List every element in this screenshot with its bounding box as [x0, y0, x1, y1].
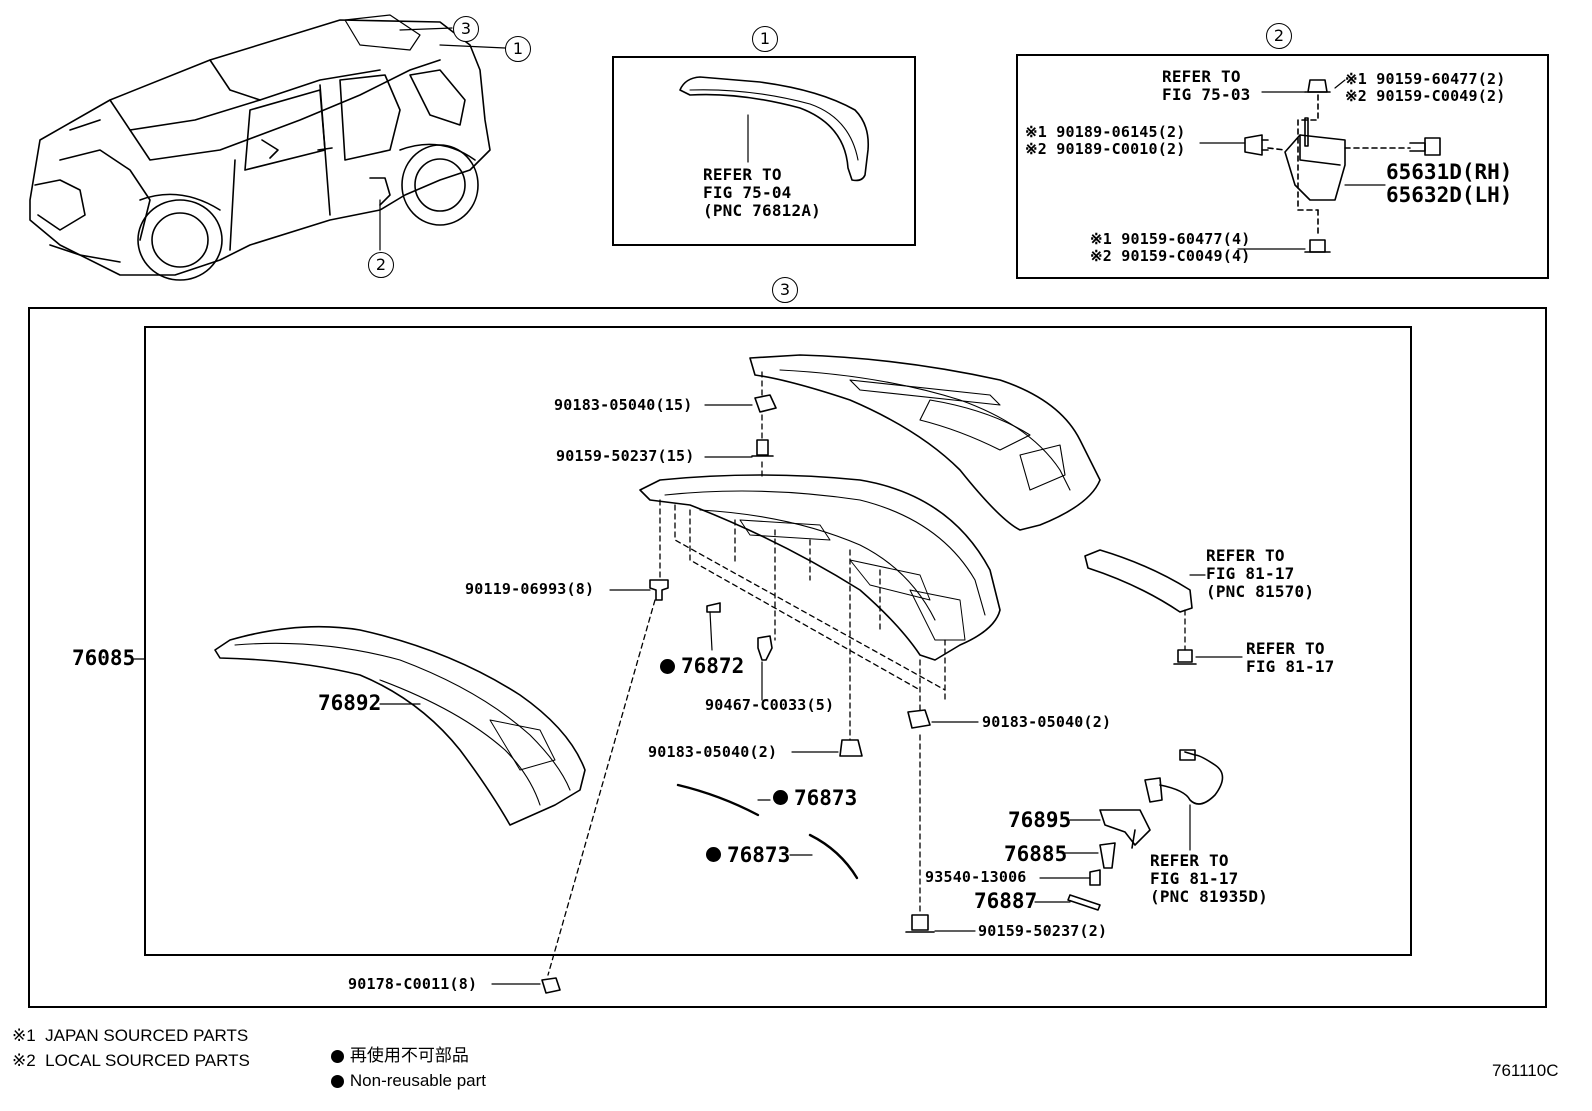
part-76895: 76895	[1008, 808, 1072, 832]
part-76892: 76892	[318, 691, 382, 715]
nonreusable-marker-76873-a	[773, 790, 788, 805]
panel2-drawing	[1199, 79, 1441, 253]
part-65631d-65632d: 65631D(RH) 65632D(LH)	[1386, 160, 1513, 207]
panel2-refer-label: REFER TO FIG 75-03	[1162, 67, 1251, 104]
part-76885: 76885	[1004, 842, 1068, 866]
refer-fig-81-17-pnc-81935d: REFER TO FIG 81-17 (PNC 81935D)	[1150, 851, 1268, 906]
part-76085: 76085	[72, 646, 136, 670]
callout-3-panel-header: 3	[772, 277, 798, 303]
panel1-refer-label: REFER TO FIG 75-04 (PNC 76812A)	[703, 165, 821, 220]
part-93540-13006: 93540-13006	[925, 868, 1027, 886]
part-76873-b: 76873	[727, 843, 791, 867]
refer-fig-81-17: REFER TO FIG 81-17	[1246, 639, 1335, 676]
callout-2-vehicle: 2	[368, 252, 394, 278]
nonreusable-marker-76873-b	[706, 847, 721, 862]
part-90119-06993: 90119-06993(8)	[465, 580, 595, 598]
part-76873-a: 76873	[794, 786, 858, 810]
vehicle-drawing	[29, 14, 506, 281]
panel1-drawing	[679, 76, 870, 182]
nonreusable-marker-76872	[660, 659, 675, 674]
part-90178-c0011: 90178-C0011(8)	[348, 975, 478, 993]
panel3-drawing	[132, 354, 1243, 994]
panel1-frame	[612, 56, 916, 246]
nonreusable-dot-icon	[330, 1050, 344, 1064]
part-90159-50237-15: 90159-50237(15)	[556, 447, 695, 465]
legend-nonreusable-en-text: Non-reusable part	[349, 1071, 486, 1090]
legend-nonreusable-en: Non-reusable part	[312, 1051, 486, 1111]
legend-local-sourced: ※2 LOCAL SOURCED PARTS	[12, 1051, 250, 1070]
callout-2-panel-header: 2	[1266, 23, 1292, 49]
nonreusable-dot-icon	[330, 1075, 344, 1089]
figure-code: 761110C	[1492, 1061, 1559, 1080]
legend-japan-sourced: ※1 JAPAN SOURCED PARTS	[12, 1026, 249, 1045]
part-76872: 76872	[681, 654, 745, 678]
legend-nonreusable-jp: 再使用不可部品	[312, 1026, 469, 1086]
part-90159-50237-2: 90159-50237(2)	[978, 922, 1108, 940]
part-90189-06145: ※1 90189-06145(2) ※2 90189-C0010(2)	[1025, 123, 1186, 158]
part-90183-05040-2-left: 90183-05040(2)	[648, 743, 778, 761]
part-90183-05040-2-right: 90183-05040(2)	[982, 713, 1112, 731]
refer-fig-81-17-pnc-81570: REFER TO FIG 81-17 (PNC 81570)	[1206, 546, 1315, 601]
panel3-outer-frame	[28, 307, 1547, 1008]
part-76887: 76887	[974, 889, 1038, 913]
callout-1-panel-header: 1	[752, 26, 778, 52]
part-90183-05040-15: 90183-05040(15)	[554, 396, 693, 414]
part-90159-60477-2: ※1 90159-60477(2) ※2 90159-C0049(2)	[1345, 70, 1506, 105]
panel2-frame	[1016, 54, 1549, 279]
legend-nonreusable-jp-text: 再使用不可部品	[349, 1046, 469, 1065]
part-90467-c0033: 90467-C0033(5)	[705, 696, 835, 714]
panel3-inner-frame	[144, 326, 1412, 956]
part-90159-60477-4: ※1 90159-60477(4) ※2 90159-C0049(4)	[1090, 230, 1251, 265]
callout-1-vehicle: 1	[505, 36, 531, 62]
callout-3-vehicle: 3	[453, 16, 479, 42]
